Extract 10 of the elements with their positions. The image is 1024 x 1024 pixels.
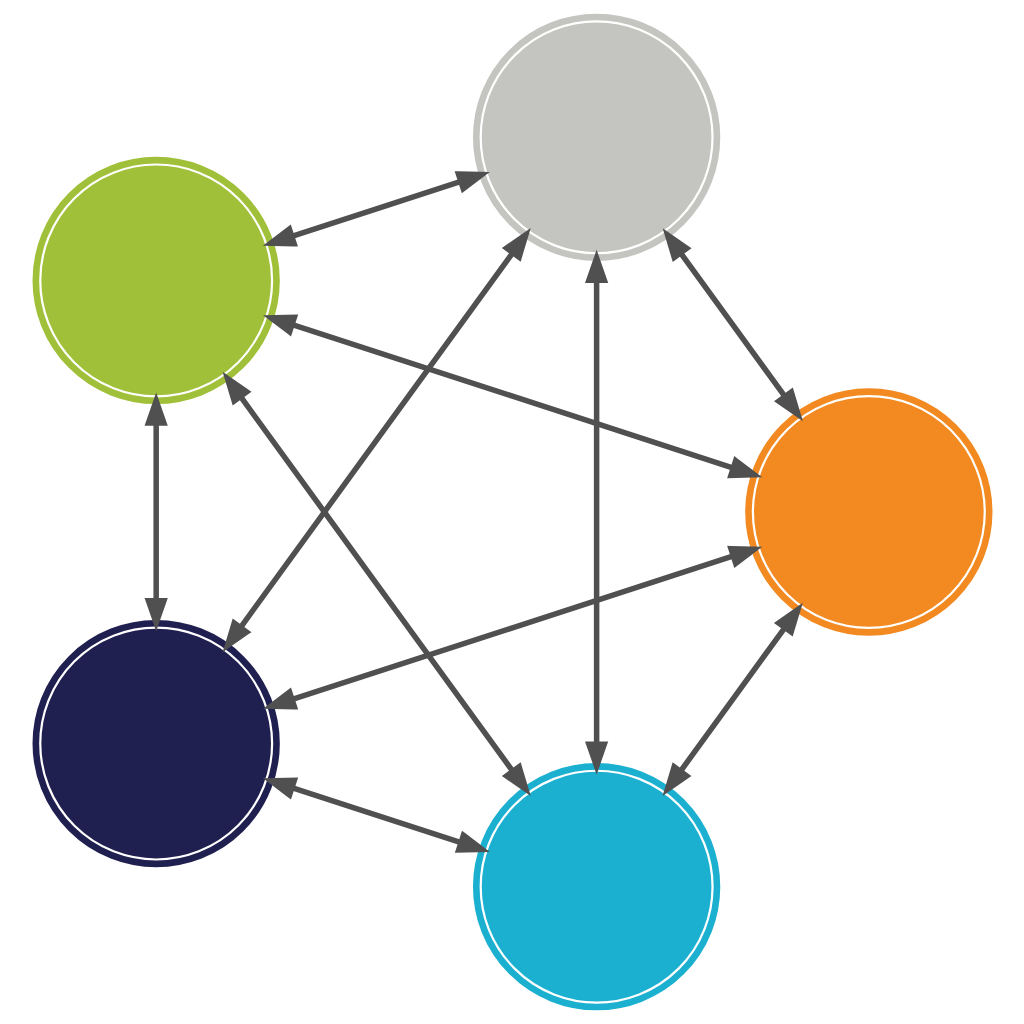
arrow xyxy=(662,602,803,796)
arrow xyxy=(262,545,762,710)
arrow xyxy=(262,171,490,247)
arrow xyxy=(222,371,531,797)
arrow xyxy=(222,227,531,653)
arrow xyxy=(144,392,168,632)
arrow xyxy=(584,249,608,775)
arrow xyxy=(262,314,762,479)
arrow xyxy=(662,228,803,422)
arrow xyxy=(262,777,490,853)
